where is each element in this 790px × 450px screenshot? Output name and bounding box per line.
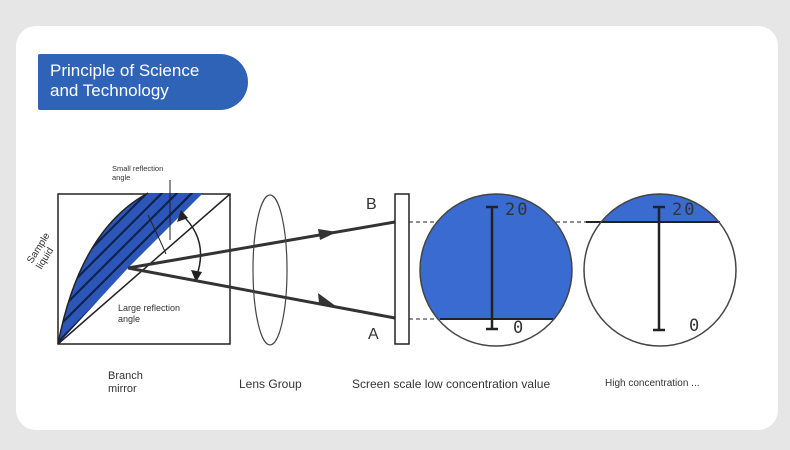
- prism-diagonal: [57, 193, 231, 345]
- low-scale-top: 20: [505, 200, 530, 220]
- ray-to-a: [127, 266, 396, 320]
- arc-arrowhead-top: [177, 210, 188, 222]
- high-concentration-caption: High concentration ...: [605, 378, 700, 389]
- section-title-badge: Principle of Science and Technology: [38, 54, 248, 110]
- light-rays: [127, 220, 396, 320]
- scale-view-low: [419, 193, 573, 347]
- low-fill: [420, 194, 572, 319]
- title-line-1: Principle of Science: [50, 61, 200, 80]
- high-scale-bottom: 0: [689, 316, 700, 336]
- prism: [57, 192, 231, 345]
- small-angle-arc: [147, 214, 167, 255]
- lens: [252, 194, 288, 346]
- ray-arrow-b: [318, 229, 337, 240]
- large-angle-arc: [180, 213, 202, 279]
- branch-mirror-caption: Branch mirror: [108, 370, 143, 395]
- point-a-label: A: [368, 326, 379, 343]
- arc-arrowhead-bottom: [191, 270, 202, 282]
- scale-view-high: [583, 193, 737, 347]
- low-scale-bottom: 0: [513, 318, 524, 338]
- small-reflection-label: Small reflection angle: [112, 164, 164, 182]
- large-reflection-label: Large reflection angle: [118, 303, 181, 324]
- title-line-2: and Technology: [50, 81, 169, 100]
- screen-low-caption: Screen scale low concentration value: [352, 377, 551, 391]
- ray-arrow-a: [318, 293, 337, 307]
- point-b-label: B: [366, 196, 377, 213]
- high-scale-top: 20: [672, 200, 697, 220]
- ray-to-b: [127, 220, 396, 270]
- lens-group-caption: Lens Group: [239, 377, 302, 391]
- screen: [394, 193, 410, 345]
